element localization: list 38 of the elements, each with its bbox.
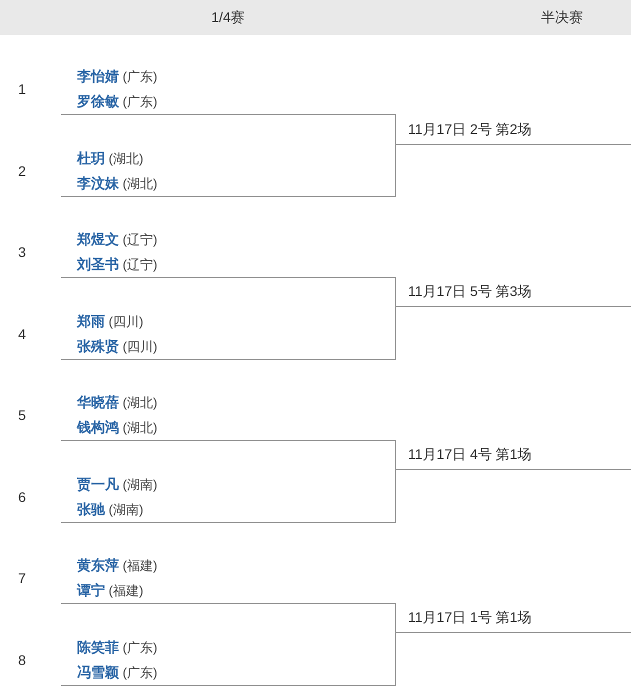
player-name: 陈笑菲 (广东) bbox=[77, 638, 158, 657]
bracket-line bbox=[395, 469, 396, 523]
seed-number: 6 bbox=[18, 488, 26, 507]
player-name: 张驰 (湖南) bbox=[77, 500, 144, 519]
player-name: 郑煜文 (辽宁) bbox=[77, 230, 158, 249]
player-name: 钱构鸿 (湖北) bbox=[77, 418, 158, 437]
player-name: 谭宁 (福建) bbox=[77, 581, 144, 600]
column-header: 半决赛 bbox=[541, 9, 583, 26]
bracket-line bbox=[395, 277, 396, 307]
seed-number: 8 bbox=[18, 651, 26, 670]
bracket-line bbox=[395, 114, 396, 145]
seed-number: 7 bbox=[18, 569, 26, 588]
seed-number: 4 bbox=[18, 325, 26, 344]
player-name: 刘圣书 (辽宁) bbox=[77, 255, 158, 274]
bracket-line bbox=[395, 440, 396, 470]
match-info: 11月17日 4号 第1场 bbox=[408, 445, 532, 464]
player-name: 贾一凡 (湖南) bbox=[77, 475, 158, 494]
player-name: 黄东萍 (福建) bbox=[77, 556, 158, 575]
seed-number: 5 bbox=[18, 406, 26, 425]
match-info: 11月17日 5号 第3场 bbox=[408, 282, 532, 301]
player-name: 郑雨 (四川) bbox=[77, 312, 144, 331]
player-name: 李汶妹 (湖北) bbox=[77, 174, 158, 193]
bracket-line bbox=[395, 306, 396, 360]
bracket-line bbox=[395, 603, 396, 633]
match-info: 11月17日 1号 第1场 bbox=[408, 608, 532, 627]
column-header: 1/4赛 bbox=[211, 9, 245, 26]
bracket-line bbox=[395, 632, 396, 686]
player-name: 冯雪颖 (广东) bbox=[77, 663, 158, 682]
seed-number: 2 bbox=[18, 162, 26, 181]
bracket-line bbox=[395, 144, 396, 197]
seed-number: 3 bbox=[18, 243, 26, 262]
player-name: 李怡婧 (广东) bbox=[77, 67, 158, 86]
match-info: 11月17日 2号 第2场 bbox=[408, 120, 532, 139]
player-name: 杜玥 (湖北) bbox=[77, 149, 144, 168]
player-name: 罗徐敏 (广东) bbox=[77, 92, 158, 111]
player-name: 张殊贤 (四川) bbox=[77, 337, 158, 356]
seed-number: 1 bbox=[18, 80, 26, 99]
player-name: 华晓蓓 (湖北) bbox=[77, 393, 158, 412]
